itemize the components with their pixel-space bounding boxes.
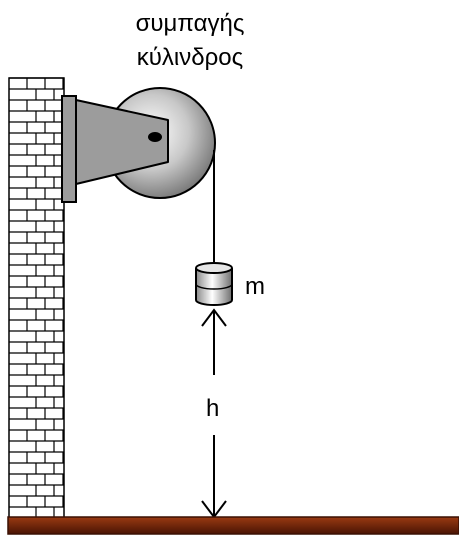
title-line-1: συμπαγής xyxy=(136,10,245,37)
axle xyxy=(148,132,162,142)
height-label: h xyxy=(206,395,219,422)
floor xyxy=(7,516,459,535)
title-line-2: κύλινδρος xyxy=(137,44,243,71)
mass-label: m xyxy=(245,273,265,300)
hanging-mass xyxy=(195,262,233,306)
brick-wall xyxy=(8,77,65,521)
bracket-arm xyxy=(75,99,169,185)
mount-plate xyxy=(61,95,77,203)
